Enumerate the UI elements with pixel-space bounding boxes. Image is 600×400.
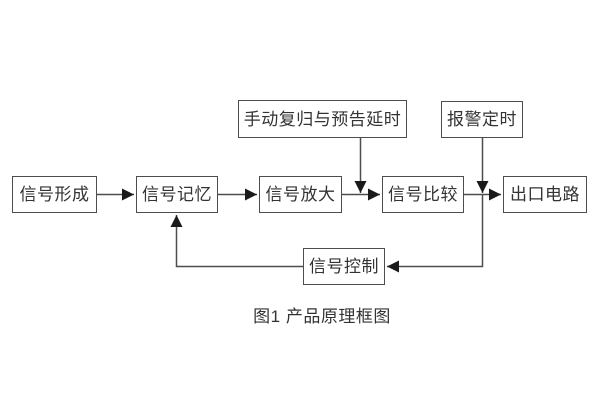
- node-output-circuit: 出口电路: [503, 176, 587, 213]
- diagram-caption: 图1 产品原理框图: [253, 307, 391, 326]
- arrow-control-to-memory: [170, 215, 303, 268]
- node-manual-reset-delay: 手动复归与预告延时: [238, 100, 407, 138]
- node-signal-amplify: 信号放大: [259, 176, 342, 213]
- node-alarm-timing: 报警定时: [441, 101, 523, 138]
- node-signal-compare: 信号比较: [382, 176, 464, 213]
- arrow-junction-to-control: [387, 195, 484, 273]
- node-signal-memory: 信号记忆: [136, 176, 218, 213]
- node-signal-control: 信号控制: [303, 248, 385, 285]
- node-signal-forming: 信号形成: [12, 176, 97, 213]
